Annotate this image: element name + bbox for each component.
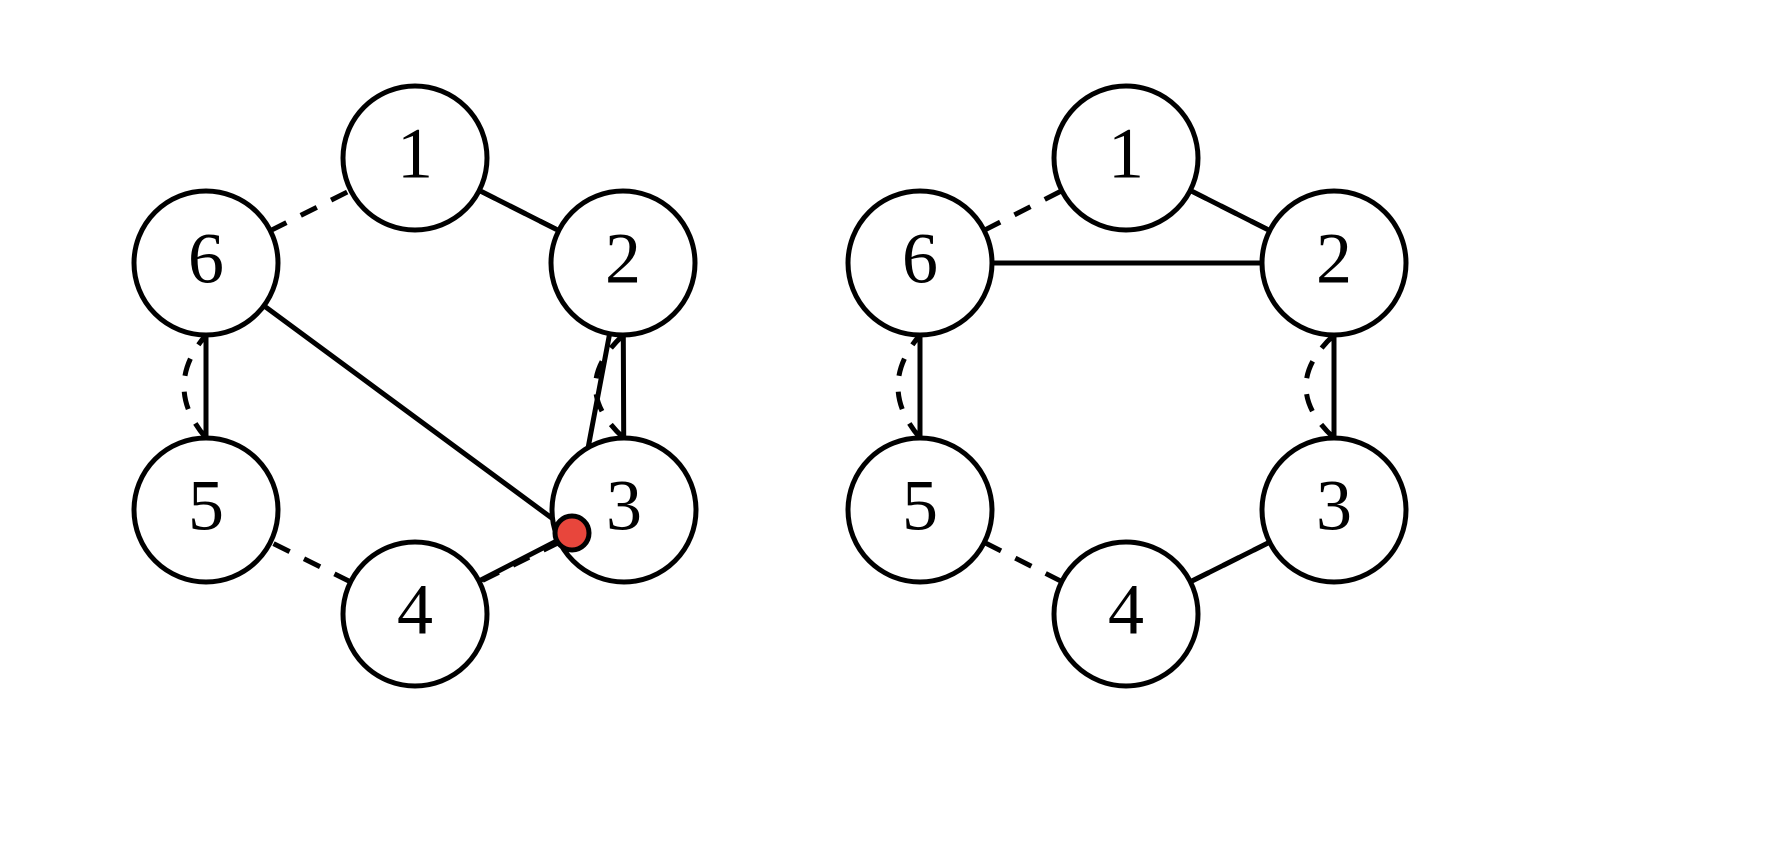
edge-solid-L1-L2 — [476, 187, 562, 234]
edge-dashed-R2-R3 — [1303, 333, 1336, 440]
node-circle-R5[interactable] — [845, 435, 995, 585]
node-label-R5: 5 — [902, 466, 938, 546]
edge-dashed-L5-L6 — [181, 333, 208, 440]
junction-node-LJ[interactable] — [552, 513, 592, 553]
graph-node-R5[interactable]: 5 — [845, 435, 995, 585]
node-circle-R1[interactable] — [1051, 83, 1201, 233]
edge-solid-R3-R4 — [1187, 539, 1273, 585]
node-label-L4: 4 — [397, 570, 433, 650]
edge-dashed-R5-R6 — [895, 333, 922, 440]
edge-dashed-R4-R5 — [983, 540, 1063, 584]
graph-node-R3[interactable]: 3 — [1259, 435, 1409, 585]
node-label-L3: 3 — [606, 466, 642, 546]
graph-node-R6[interactable]: 6 — [845, 188, 995, 338]
node-circle-L2[interactable] — [548, 188, 698, 338]
node-circle-R4[interactable] — [1051, 539, 1201, 689]
graph-node-L2[interactable]: 2 — [548, 188, 698, 338]
edges-layer — [181, 187, 1337, 585]
edge-dashed-L4-L5 — [269, 539, 352, 585]
node-label-R4: 4 — [1108, 570, 1144, 650]
graph-node-L5[interactable]: 5 — [131, 435, 281, 585]
node-circle-L5[interactable] — [131, 435, 281, 585]
node-circle-L3[interactable] — [549, 435, 699, 585]
node-label-R3: 3 — [1316, 466, 1352, 546]
graph-node-L3[interactable]: 3 — [549, 435, 699, 585]
node-label-L1: 1 — [397, 114, 433, 194]
edge-dashed-L6-L1 — [269, 188, 352, 233]
graph-node-R4[interactable]: 4 — [1051, 539, 1201, 689]
junctions-layer — [552, 513, 592, 553]
nodes-layer: 1 2 3 4 5 6 1 2 3 4 5 6 — [131, 83, 1409, 689]
edge-solid-R1-R2 — [1187, 187, 1273, 234]
node-circle-L1[interactable] — [340, 83, 490, 233]
node-circle-R6[interactable] — [845, 188, 995, 338]
node-label-R2: 2 — [1316, 219, 1352, 299]
graph-node-L6[interactable]: 6 — [131, 188, 281, 338]
edge-solid-L4-LJ — [476, 538, 560, 584]
edge-dashed-L2-L3 — [593, 333, 626, 440]
node-label-L6: 6 — [188, 219, 224, 299]
graph-node-L4[interactable]: 4 — [340, 539, 490, 689]
graph-node-L1[interactable]: 1 — [340, 83, 490, 233]
edge-dashed-R6-R1 — [983, 188, 1063, 233]
graph-node-R1[interactable]: 1 — [1051, 83, 1201, 233]
node-label-R1: 1 — [1108, 114, 1144, 194]
node-circle-R2[interactable] — [1259, 188, 1409, 338]
node-label-L2: 2 — [605, 219, 641, 299]
node-circle-L6[interactable] — [131, 188, 281, 338]
edge-solid-L6-LJ — [261, 303, 561, 526]
node-circle-L4[interactable] — [340, 539, 490, 689]
graph-node-R2[interactable]: 2 — [1259, 188, 1409, 338]
node-label-R6: 6 — [902, 219, 938, 299]
node-label-L5: 5 — [188, 466, 224, 546]
node-circle-R3[interactable] — [1259, 435, 1409, 585]
